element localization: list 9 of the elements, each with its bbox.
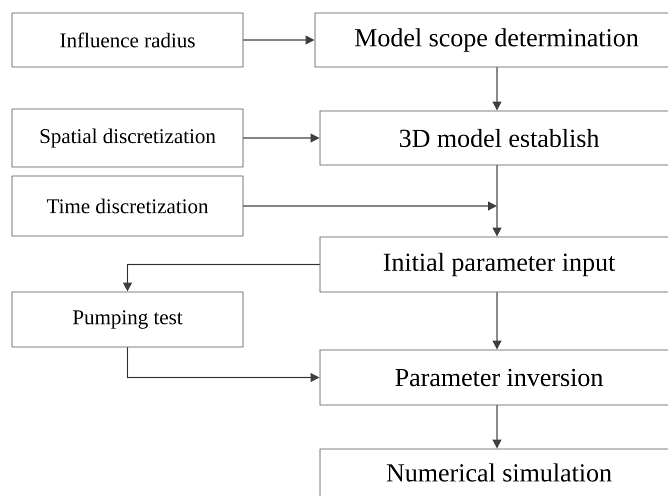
process-box: Parameter inversion bbox=[320, 350, 668, 406]
process-box: Pumping test bbox=[12, 292, 244, 348]
process-box: Initial parameter input bbox=[320, 236, 668, 292]
process-box: Time discretization bbox=[12, 176, 244, 236]
process-box: Influence radius bbox=[12, 12, 244, 68]
process-box: Spatial discretization bbox=[12, 108, 244, 168]
process-box: 3D model establish bbox=[320, 110, 668, 166]
process-box: Model scope determination bbox=[314, 12, 668, 68]
process-box: Numerical simulation bbox=[320, 448, 668, 496]
